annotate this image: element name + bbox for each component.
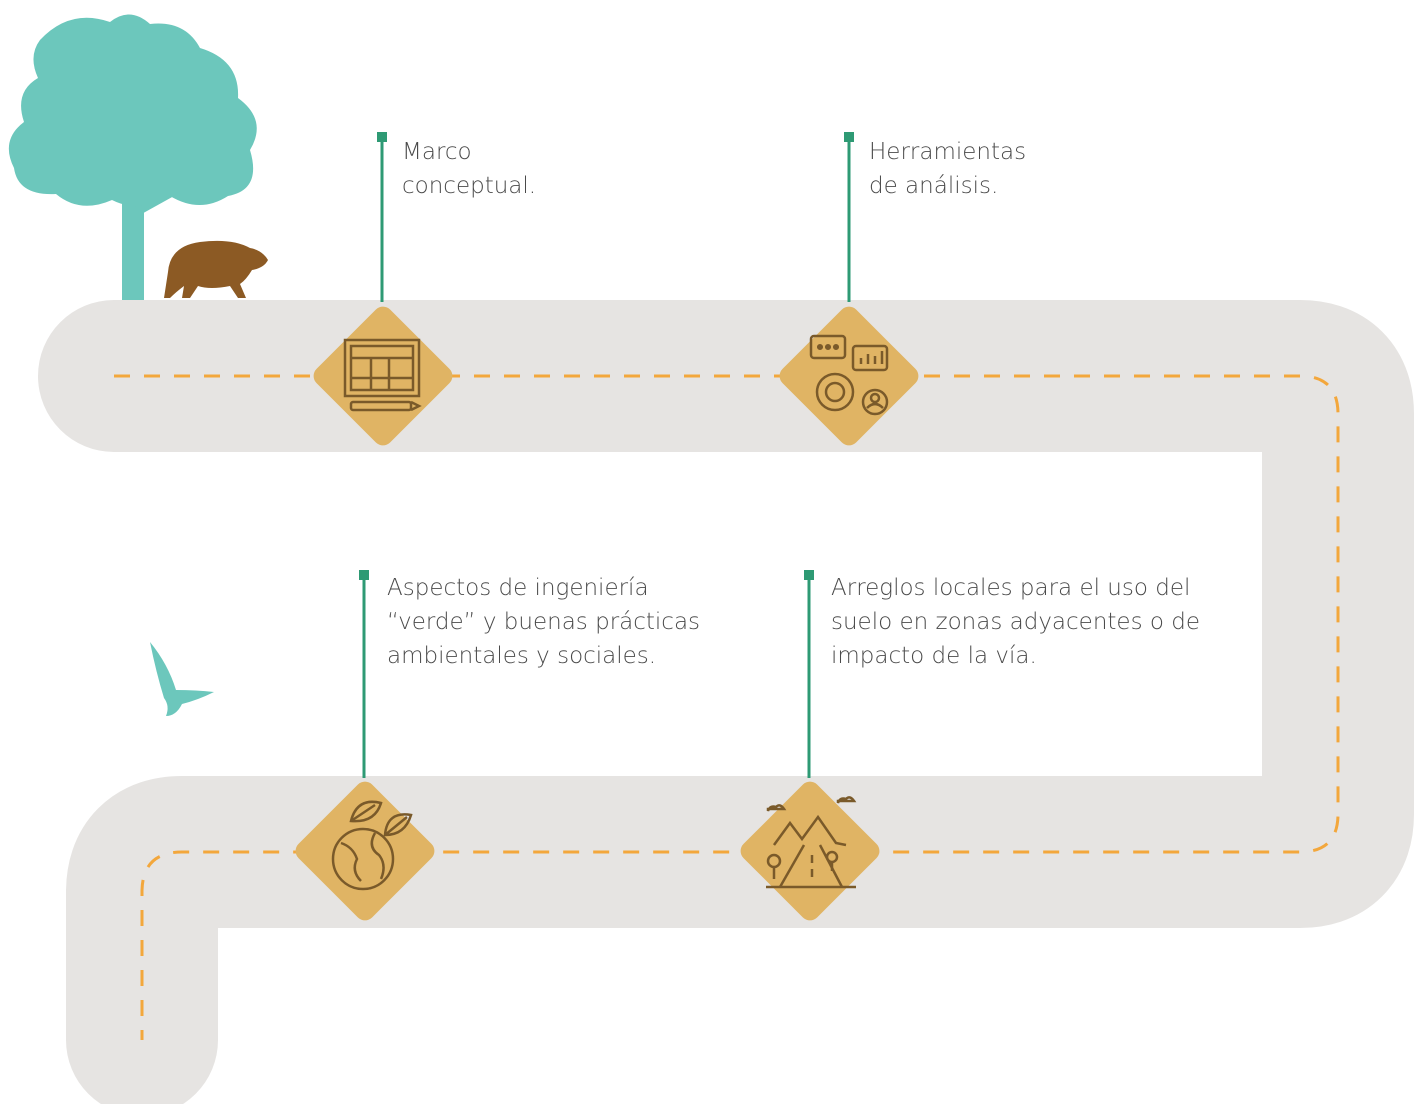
label-arreglos-line-1: Arreglos locales para el uso del [831,575,1191,601]
step-marco-node [313,306,453,446]
label-ingenieria-line-3: ambientales y sociales. [387,643,657,669]
tree-illustration [8,14,257,300]
label-ingenieria: Aspectos de ingeniería “verde” y buenas … [387,571,700,673]
label-ingenieria-line-1: Aspectos de ingeniería [387,575,649,601]
bird-illustration [150,642,214,716]
step-herramientas-node [779,306,919,446]
label-arreglos: Arreglos locales para el uso del suelo e… [831,571,1200,673]
mountain-road-icon [766,796,857,889]
road-dashed-line [114,374,1340,1040]
label-marco-line-2: conceptual. [402,173,537,199]
analysis-tools-icon [809,334,889,416]
connector-herramientas [844,132,854,302]
capybara-illustration [164,240,268,298]
step-arreglos-node [740,781,880,921]
label-ingenieria-line-2: “verde” y buenas prácticas [387,609,701,635]
connector-ingenieria [359,570,369,778]
connector-arreglos [804,570,814,778]
label-marco: Marco conceptual. [402,135,536,203]
step-ingenieria-node [295,781,435,921]
connector-marco [377,132,387,302]
label-herramientas: Herramientas de análisis. [869,135,1026,203]
label-arreglos-line-3: impacto de la vía. [831,643,1037,669]
label-arreglos-line-2: suelo en zonas adyacentes o de [831,609,1200,635]
road [38,300,1414,1108]
label-herramientas-line-1: Herramientas [869,139,1027,165]
blueprint-icon [343,338,422,412]
label-herramientas-line-2: de análisis. [869,173,999,199]
label-marco-line-1: Marco [402,139,472,165]
green-earth-icon [331,800,413,891]
